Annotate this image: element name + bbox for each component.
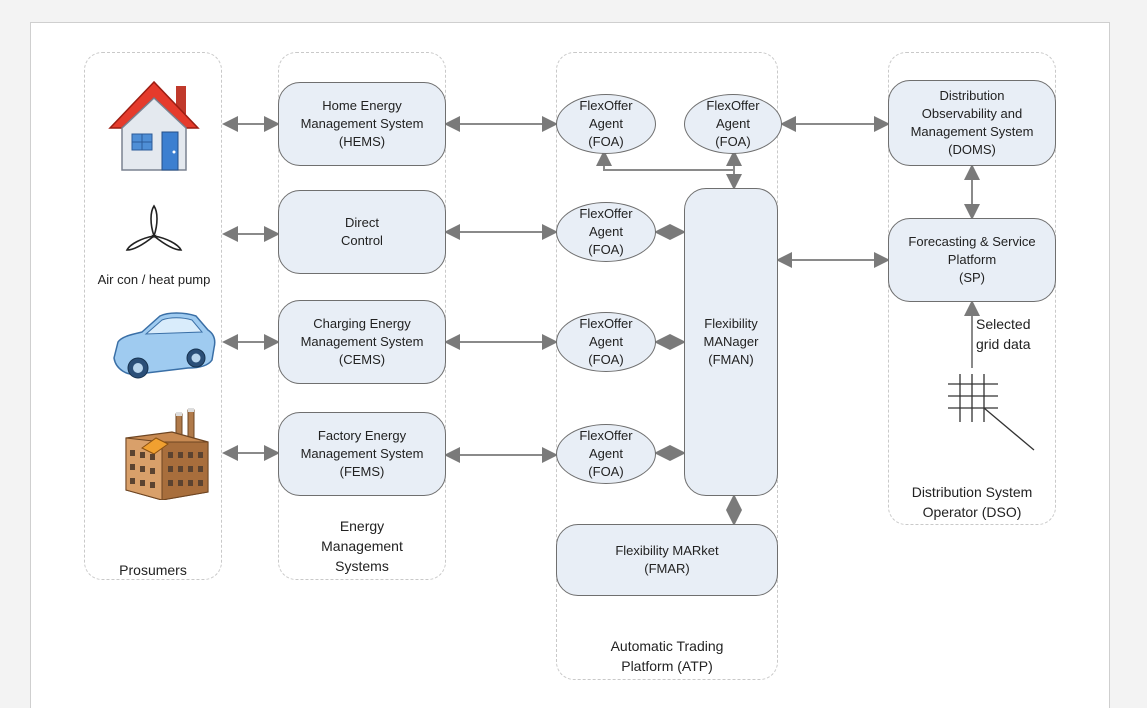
grid-data-label: Selected grid data [976, 316, 1031, 352]
prosumers-label: Prosumers [119, 562, 187, 578]
aircon-label: Air con / heat pump [97, 272, 211, 287]
fan-icon [125, 204, 183, 251]
atp-column-label: Automatic Trading Platform (ATP) [610, 638, 724, 674]
dso-column-label: Distribution System Operator (DSO) [911, 484, 1033, 520]
ems-column-label: Energy Management Systems [321, 518, 403, 574]
fmar-box: Flexibility MARket(FMAR) [556, 524, 778, 596]
factory-icon [125, 408, 209, 500]
arrow-top-foa-fman [596, 150, 734, 171]
house-icon [108, 80, 200, 171]
car-icon [113, 312, 216, 379]
grid-icon [948, 374, 1035, 451]
